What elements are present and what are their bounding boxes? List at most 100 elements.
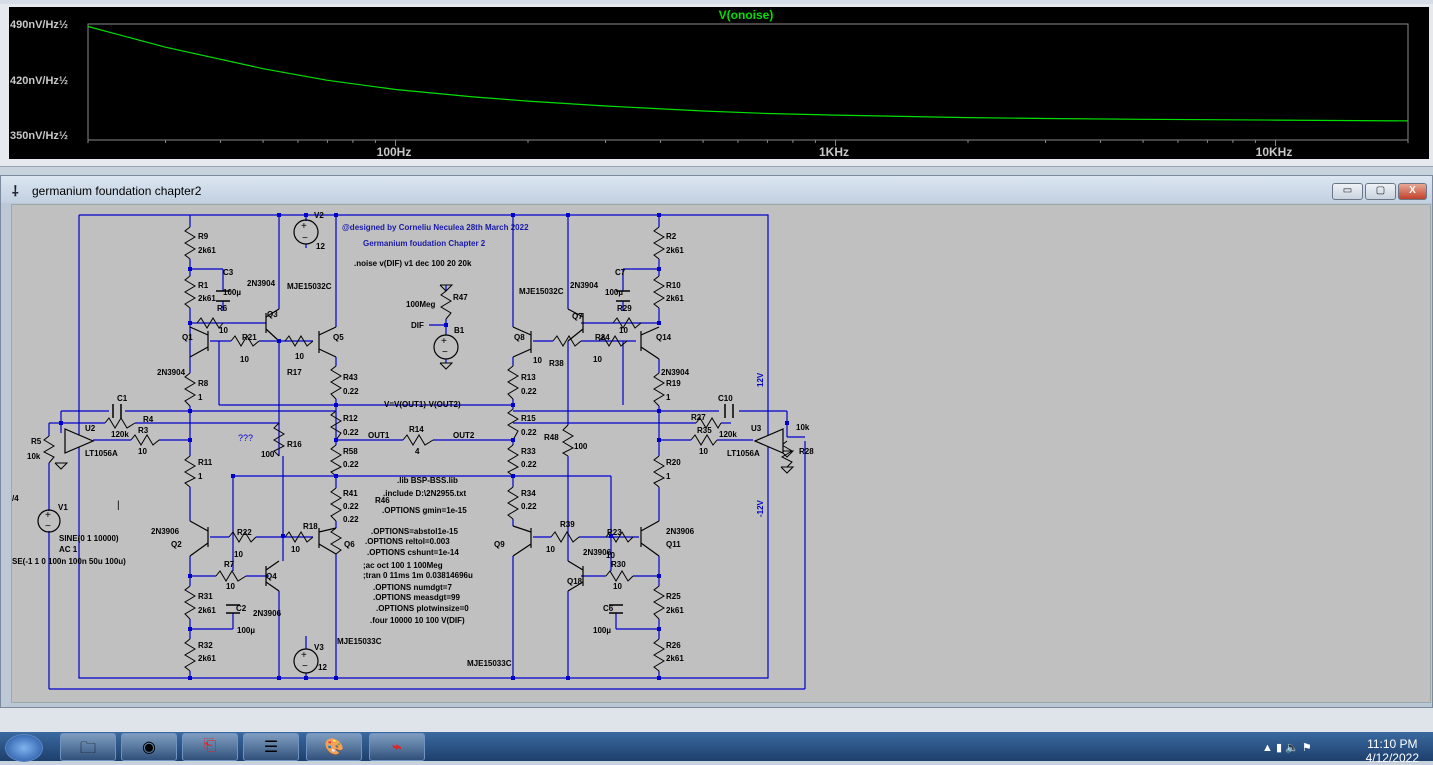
- label-Q8-type[interactable]: MJE15032C: [519, 287, 564, 296]
- label-Q1[interactable]: Q1: [182, 333, 193, 342]
- label-R21[interactable]: R21: [242, 333, 257, 342]
- label-R58[interactable]: R58: [343, 447, 358, 456]
- label-R9-value[interactable]: 2k61: [198, 246, 216, 255]
- label-R32-value[interactable]: 2k61: [198, 654, 216, 663]
- label-C6-value[interactable]: 100µ: [593, 626, 611, 635]
- label-R12[interactable]: R12: [343, 414, 358, 423]
- label-R8[interactable]: R8: [198, 379, 209, 388]
- label-U3[interactable]: U3: [751, 424, 762, 433]
- label-R10[interactable]: R10: [666, 281, 681, 290]
- schematic-titlebar[interactable]: ⸸ germanium foundation chapter2 ▭ ▢ X: [1, 176, 1432, 203]
- label-Q9-type[interactable]: MJE15033C: [467, 659, 512, 668]
- label-R5[interactable]: R5: [31, 437, 42, 446]
- label-Q18-type[interactable]: 2N3906: [583, 548, 612, 557]
- label-R34[interactable]: R34: [521, 489, 536, 498]
- label-V3-value[interactable]: 12: [318, 663, 327, 672]
- close-button[interactable]: X: [1398, 183, 1427, 200]
- label-Q4-type[interactable]: 2N3906: [253, 609, 282, 618]
- taskbar-explorer[interactable]: 🗀: [60, 733, 116, 761]
- label-R27[interactable]: R27: [691, 413, 706, 422]
- label-R28[interactable]: R28: [799, 447, 814, 456]
- label-R33[interactable]: R33: [521, 447, 536, 456]
- label-R43-value[interactable]: 0.22: [343, 387, 359, 396]
- label-R7[interactable]: R7: [224, 560, 235, 569]
- bv-expression[interactable]: V=V(OUT1)-V(OUT2): [384, 400, 461, 409]
- label-C3[interactable]: C3: [223, 268, 234, 277]
- label-R19-value[interactable]: 1: [666, 393, 671, 402]
- label-C10[interactable]: C10: [718, 394, 733, 403]
- label-R38[interactable]: R38: [549, 359, 564, 368]
- restore-button[interactable]: ▢: [1365, 183, 1396, 200]
- label-V2-value[interactable]: 12: [316, 242, 325, 251]
- label-R35-value[interactable]: 10: [699, 447, 708, 456]
- label-R10-value[interactable]: 2k61: [666, 294, 684, 303]
- label-Q18[interactable]: Q18: [567, 577, 583, 586]
- label-R31-value[interactable]: 2k61: [198, 606, 216, 615]
- label-Q7[interactable]: Q7: [572, 312, 583, 321]
- label-B1[interactable]: B1: [454, 326, 465, 335]
- label-R11-value[interactable]: 1: [198, 472, 203, 481]
- label-R48-value[interactable]: 100: [574, 442, 588, 451]
- directive-measdgt[interactable]: .OPTIONS measdgt=99: [373, 593, 460, 602]
- label-R2-value[interactable]: 2k61: [666, 246, 684, 255]
- label-R15[interactable]: R15: [521, 414, 536, 423]
- label-Q4[interactable]: Q4: [266, 572, 277, 581]
- waveform-plot[interactable]: V(onoise) 490nV/Hz½ 420nV/Hz½ 350nV/Hz½ …: [0, 4, 1433, 164]
- directive-four[interactable]: .four 10000 10 100 V(DIF): [370, 616, 465, 625]
- label-R20-value[interactable]: 1: [666, 472, 671, 481]
- label-R20[interactable]: R20: [666, 458, 681, 467]
- label-R3-value[interactable]: 10: [138, 447, 147, 456]
- label-Q3[interactable]: Q3: [267, 310, 278, 319]
- label-R41-value-a[interactable]: 0.22: [343, 502, 359, 511]
- directive-abstol[interactable]: .OPTIONS=abstol1e-15: [371, 527, 458, 536]
- label-R48[interactable]: R48: [544, 433, 559, 442]
- label-C7[interactable]: C7: [615, 268, 626, 277]
- label-R26-value[interactable]: 2k61: [666, 654, 684, 663]
- label-12v[interactable]: 12V: [756, 372, 765, 387]
- taskbar-notes[interactable]: ☰: [243, 733, 299, 761]
- label-R33-value[interactable]: 0.22: [521, 460, 537, 469]
- label-R39[interactable]: R39: [560, 520, 575, 529]
- directive-numdgt[interactable]: .OPTIONS numdgt=7: [373, 583, 452, 592]
- directive-noise[interactable]: .noise v(DIF) v1 dec 100 20 20k: [354, 259, 472, 268]
- label-C2-value[interactable]: 100µ: [237, 626, 255, 635]
- label-edge-4[interactable]: /4: [12, 494, 19, 503]
- taskbar-paint[interactable]: 🎨: [306, 733, 362, 761]
- label-R19[interactable]: R19: [666, 379, 681, 388]
- label-C6[interactable]: C6: [603, 604, 614, 613]
- schematic-window[interactable]: ⸸ germanium foundation chapter2 ▭ ▢ X: [0, 175, 1433, 708]
- noise-trace[interactable]: [87, 25, 1409, 122]
- label-unknown[interactable]: ???: [238, 433, 253, 443]
- label-C1[interactable]: C1: [117, 394, 128, 403]
- label-R21-value[interactable]: 10: [240, 355, 249, 364]
- label-R29[interactable]: R29: [617, 304, 632, 313]
- directive-lib[interactable]: .lib BSP-BSS.lib: [397, 476, 458, 485]
- label-V1-ac[interactable]: AC 1: [59, 545, 78, 554]
- label-R2[interactable]: R2: [666, 232, 677, 241]
- label-Q2-type[interactable]: 2N3906: [151, 527, 180, 536]
- label-V1-pulse[interactable]: SE(-1 1 0 100n 100n 50u 100u): [12, 557, 126, 566]
- label-R58-value[interactable]: 0.22: [343, 460, 359, 469]
- label-R1-value[interactable]: 2k61: [198, 294, 216, 303]
- schematic-drawing[interactable]: +− +− +− +−: [11, 204, 1429, 701]
- label-R18[interactable]: R18: [303, 522, 318, 531]
- label-R5-value[interactable]: 10k: [27, 452, 41, 461]
- label-R41-value-b[interactable]: 0.22: [343, 515, 359, 524]
- label-R24-value[interactable]: 10: [593, 355, 602, 364]
- label-R22[interactable]: R22: [237, 528, 252, 537]
- label-Q14[interactable]: Q14: [656, 333, 672, 342]
- label-R41[interactable]: R41: [343, 489, 358, 498]
- label-Q5-type[interactable]: MJE15032C: [287, 282, 332, 291]
- label-R17-value[interactable]: 10: [295, 352, 304, 361]
- label-R6-value[interactable]: 10: [219, 326, 228, 335]
- label-R13-value[interactable]: 0.22: [521, 387, 537, 396]
- start-button[interactable]: [5, 734, 43, 762]
- label-R1[interactable]: R1: [198, 281, 209, 290]
- label-R39-value[interactable]: 10: [546, 545, 555, 554]
- comment-chapter[interactable]: Germanium foudation Chapter 2: [363, 239, 486, 248]
- label-R47[interactable]: R47: [453, 293, 468, 302]
- directive-tran[interactable]: ;tran 0 11ms 1m 0.03814696u: [363, 571, 473, 580]
- label-R31[interactable]: R31: [198, 592, 213, 601]
- label-R30-value[interactable]: 10: [613, 582, 622, 591]
- minimize-button[interactable]: ▭: [1332, 183, 1363, 200]
